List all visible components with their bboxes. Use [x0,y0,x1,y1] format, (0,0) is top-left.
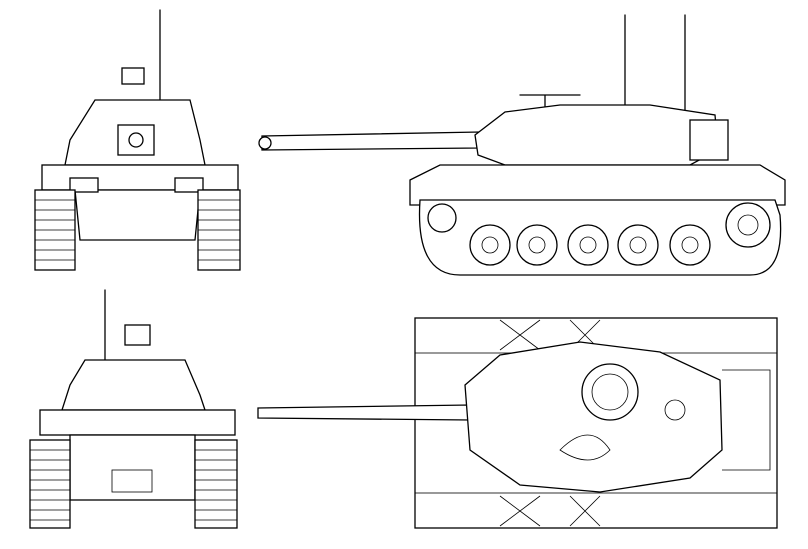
front-view [34,9,241,271]
cupola-hatch [591,373,629,411]
turret [464,341,723,493]
road-wheel-5 [669,224,711,266]
drive-sprocket [725,202,771,248]
hull-rear [69,434,196,501]
main-gun-barrel [257,404,471,421]
machine-gun-mount [124,324,151,346]
track-left [29,439,71,529]
commander-cupola [581,363,639,421]
fender-right [414,492,778,529]
vent [664,399,686,421]
road-wheel-2 [516,224,558,266]
road-wheel-hubs [481,214,759,254]
road-wheel-1 [469,224,511,266]
side-view [258,14,786,276]
track-right [197,189,241,271]
rear-view [29,289,238,529]
road-wheel-4 [617,224,659,266]
gun-muzzle [128,132,144,148]
turret-bustle-rack [689,119,729,161]
road-wheel-3 [567,224,609,266]
headlight-left [69,177,99,193]
hull [409,164,786,206]
track-left [34,189,76,271]
headlight-right [174,177,204,193]
main-gun-barrel [261,131,481,151]
hull-top [39,409,236,436]
rear-plate [111,469,153,493]
engine-deck [722,369,771,471]
fender-bracing [499,319,601,527]
track-right [194,439,238,529]
turret [474,104,719,166]
loader-hatch [559,434,611,461]
turret [61,359,206,411]
hull-front [74,189,201,241]
top-view [257,317,778,529]
muzzle-brake [258,136,272,150]
machine-gun-mount [121,67,145,85]
idler-wheel [427,203,457,233]
